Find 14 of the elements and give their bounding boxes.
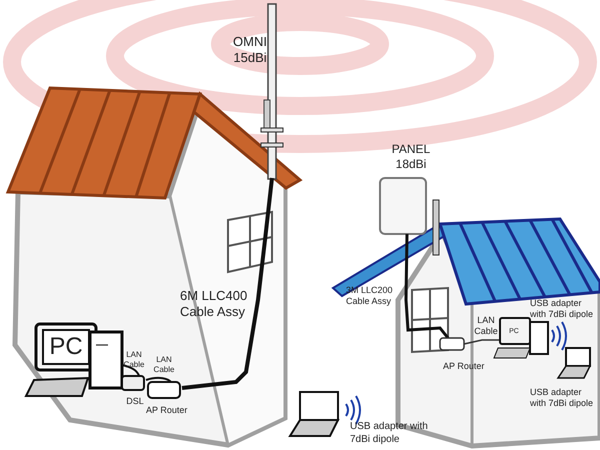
callout-label: OMNI 15dBi: [232, 34, 268, 66]
callout-label: 3M LLC200 Cable Assy: [346, 285, 394, 308]
callout-label: DSL: [125, 395, 145, 408]
callout-label: USB adapter with 7dBi dipole: [530, 298, 594, 320]
callout-label: LAN Cable: [152, 355, 176, 375]
callout-label: USB adapter with 7dBi dipole: [530, 387, 594, 410]
callout-label: LAN Cable: [473, 315, 499, 338]
callout-label: AP Router: [443, 360, 486, 373]
callout-label: PC: [48, 335, 84, 359]
callout-label: AP Router: [146, 404, 188, 417]
callout-label: PANEL 18dBi: [390, 142, 432, 172]
callout-label: LAN Cable: [122, 350, 146, 370]
callout-label: 6M LLC400 Cable Assy: [180, 288, 248, 320]
callout-label: USB adapter with 7dBi dipole: [350, 421, 429, 446]
